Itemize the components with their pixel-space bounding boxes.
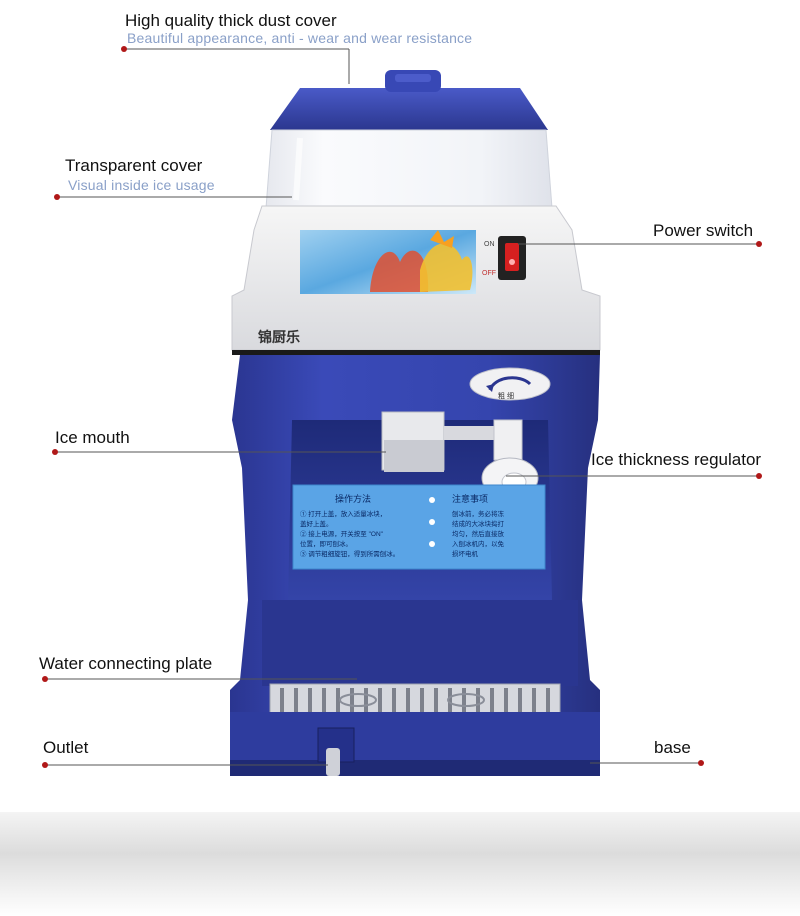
dust-cover-subtitle: Beautiful appearance, anti - wear and we…	[127, 30, 473, 46]
transparent-cover-title: Transparent cover	[65, 156, 203, 175]
panel-right-line: 结成的大冰块捣打	[452, 519, 505, 528]
plate-grid-bar	[280, 688, 284, 712]
panel-left-line: ① 打开上盖，放入适量冰块，	[300, 509, 386, 518]
plate-grid-bar	[322, 688, 326, 712]
panel-left-title: 操作方法	[335, 493, 371, 504]
thickness-regulator-title: Ice thickness regulator	[591, 450, 762, 469]
plate-grid-bar	[532, 688, 536, 712]
panel-right-line: 入刨冰机内，以免	[452, 539, 505, 548]
callout-lines	[42, 46, 762, 768]
floor-shadow	[0, 812, 800, 916]
base	[230, 712, 600, 776]
water-plate-title: Water connecting plate	[39, 654, 213, 673]
plate-grid-bar	[448, 688, 452, 712]
plate-grid-bar	[294, 688, 298, 712]
water-connecting-plate	[269, 683, 561, 715]
plate-grid-bar	[392, 688, 396, 712]
plate-grid-bar	[490, 688, 494, 712]
panel-right-line: 均匀，然后直接放	[452, 529, 505, 538]
brand-logo: 锦厨乐	[258, 329, 300, 345]
plate-grid-bar	[546, 688, 550, 712]
plate-grid-bar	[378, 688, 382, 712]
panel-left-line: ③ 调节粗细旋钮，得到所需刨冰。	[300, 549, 399, 558]
instruction-panel: 操作方法 注意事项 ① 打开上盖，放入适量冰块， 盖好上盖。 ② 接上电源，开关…	[292, 484, 546, 570]
plate-grid-bar	[406, 688, 410, 712]
dust-cover-title: High quality thick dust cover	[125, 11, 337, 30]
ice-mouth	[381, 411, 506, 472]
plate-grid-bar	[420, 688, 424, 712]
plate-grid-bar	[476, 688, 480, 712]
panel-right-title: 注意事项	[452, 493, 488, 504]
base-title: base	[654, 738, 691, 757]
transparent-cover	[265, 129, 553, 209]
plate-grid-bar	[350, 688, 354, 712]
plate-grid-bar	[462, 688, 466, 712]
upper-housing: ON OFF 锦厨乐	[231, 205, 601, 355]
panel-right-line: 损坏电机	[452, 549, 479, 558]
plate-grid-bar	[504, 688, 508, 712]
power-switch-title: Power switch	[653, 221, 754, 240]
panel-right-line: 刨冰前，务必将冻	[452, 509, 505, 518]
panel-left-line: 位置，即可刨冰。	[300, 539, 352, 548]
blue-body: 粗 细 操作方法 注意事项 ① 打开上盖，放入适量冰块， 盖好上	[230, 355, 600, 776]
dust-cover	[270, 70, 548, 130]
plate-grid-bar	[518, 688, 522, 712]
switch-on-label: ON	[484, 241, 495, 248]
panel-left-line: ② 接上电源，开关按至 "ON"	[300, 529, 384, 538]
plate-grid-bar	[336, 688, 340, 712]
panel-left-line: 盖好上盖。	[300, 519, 333, 528]
rotation-dial	[469, 367, 551, 401]
ice-mouth-title: Ice mouth	[55, 428, 130, 447]
plate-grid-bar	[364, 688, 368, 712]
switch-off-label: OFF	[482, 270, 496, 277]
plate-grid-bar	[308, 688, 312, 712]
dial-label: 粗 细	[498, 391, 514, 400]
outlet-title: Outlet	[43, 738, 89, 757]
plate-grid-bar	[434, 688, 438, 712]
transparent-cover-subtitle: Visual inside ice usage	[68, 177, 215, 193]
outlet	[317, 727, 355, 776]
